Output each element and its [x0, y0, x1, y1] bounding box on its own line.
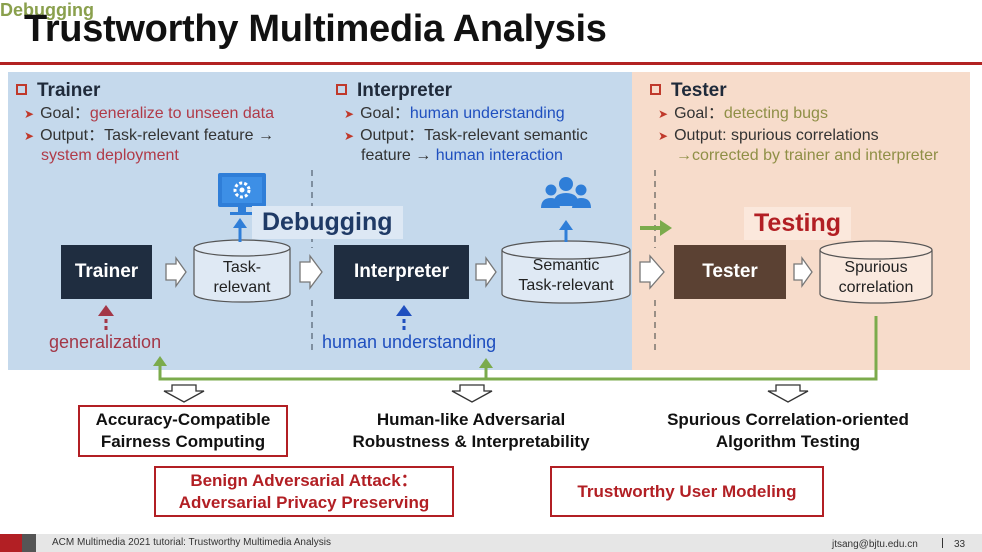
cylinder-label: Task-relevant	[518, 277, 614, 294]
down-arrow-icon	[767, 384, 809, 403]
user-modeling-box: Trustworthy User Modeling	[550, 466, 824, 517]
fairness-computing-box: Accuracy-Compatible Fairness Computing	[78, 405, 288, 457]
flow-arrow-icon	[639, 254, 665, 290]
people-group-icon	[541, 177, 591, 208]
footer-separator	[942, 538, 943, 548]
interpreter-output-line2: feature → human interaction	[361, 147, 563, 164]
footer-accent	[0, 534, 22, 552]
box-line: Benign Adversarial Attack：	[190, 470, 418, 490]
tester-output: ➤Output: spurious correlations	[658, 127, 879, 144]
interpreter-node: Interpreter	[334, 245, 469, 299]
box-line: Fairness Computing	[100, 432, 266, 451]
flow-arrow-icon	[793, 255, 813, 289]
cylinder-label: Semantic	[532, 257, 600, 274]
trainer-node: Trainer	[61, 245, 152, 299]
footer-email: jtsang@bjtu.edu.cn	[832, 539, 918, 550]
trainer-output-value: system deployment	[41, 147, 179, 164]
tester-node: Tester	[674, 245, 786, 299]
semantic-cylinder: Semantic Task-relevant	[502, 256, 630, 302]
flow-arrow-icon	[475, 255, 497, 289]
testing-label: Testing	[744, 207, 852, 240]
footer-caption: ACM Multimedia 2021 tutorial: Trustworth…	[52, 537, 331, 548]
cylinder-label: Task-	[222, 259, 262, 276]
box-line: Adversarial Privacy Preserving	[178, 492, 430, 512]
page-number: 33	[954, 539, 966, 550]
robustness-title: Human-like Adversarial Robustness & Inte…	[320, 409, 622, 453]
debugging-label: Debugging	[252, 206, 403, 239]
arrow-bullet-icon: ➤	[344, 107, 355, 121]
tester-goal: ➤Goal：detecting bugs	[658, 105, 828, 122]
interpreter-output: ➤Output：Task-relevant semantic	[344, 127, 588, 144]
cylinder-label: relevant	[213, 279, 271, 296]
green-arrow-head-icon	[479, 358, 493, 368]
arrow-bullet-icon: ➤	[658, 107, 669, 121]
footer-accent	[22, 534, 36, 552]
debugging-feedback-label: Debugging	[0, 0, 94, 20]
arrow-bullet-icon: ➤	[24, 107, 35, 121]
box-line: Trustworthy User Modeling	[577, 481, 797, 501]
cylinder-label: correlation	[838, 279, 914, 296]
tester-heading: Tester	[650, 80, 727, 102]
trainer-heading: Trainer	[16, 80, 100, 102]
flow-arrow-icon	[165, 255, 187, 289]
green-arrow-head-icon	[660, 220, 672, 236]
title-line: Algorithm Testing	[715, 432, 861, 451]
checkbox-bullet-icon	[336, 84, 347, 95]
human-understanding-label: human understanding	[322, 332, 497, 352]
checkbox-bullet-icon	[650, 84, 661, 95]
semantic-cylinder-shape	[501, 240, 631, 304]
trainer-goal: ➤Goal：generalize to unseen data	[24, 105, 275, 122]
task-relevant-cylinder-shape	[193, 239, 291, 303]
red-arrow-head-icon	[98, 305, 114, 316]
interpreter-heading: Interpreter	[336, 80, 452, 102]
trainer-output: ➤Output：Task-relevant feature →	[24, 127, 274, 144]
green-arrow-head-icon	[153, 356, 167, 366]
title-line: Robustness & Interpretability	[352, 432, 590, 451]
page-title: Trustworthy Multimedia Analysis	[24, 8, 607, 50]
cylinder-label: Spurious	[844, 259, 908, 276]
feedback-loop-line	[158, 316, 878, 381]
title-divider	[0, 62, 982, 65]
arrow-bullet-icon: ➤	[24, 129, 35, 143]
checkbox-bullet-icon	[16, 84, 27, 95]
interpreter-goal: ➤Goal：human understanding	[344, 105, 565, 122]
blue-arrow-head-icon	[396, 305, 412, 316]
blue-arrow-head-icon	[233, 218, 247, 228]
arrow-bullet-icon: ➤	[658, 129, 669, 143]
task-relevant-cylinder: Task- relevant	[194, 256, 290, 302]
flow-arrow-icon	[299, 254, 323, 290]
spurious-cylinder: Spurious correlation	[820, 256, 932, 302]
down-arrow-icon	[163, 384, 205, 403]
title-line: Human-like Adversarial	[376, 410, 566, 429]
spurious-cylinder-shape	[819, 240, 933, 304]
blue-arrow-head-icon	[559, 220, 573, 230]
generalization-label: generalization	[49, 332, 162, 352]
tester-output-value: →corrected by trainer and interpreter	[676, 147, 939, 164]
footer-bar	[0, 534, 982, 552]
monitor-gear-icon	[218, 173, 266, 215]
privacy-preserving-box: Benign Adversarial Attack： Adversarial P…	[154, 466, 454, 517]
box-line: Accuracy-Compatible	[95, 410, 271, 429]
title-line: Spurious Correlation-oriented	[667, 410, 909, 429]
algorithm-testing-title: Spurious Correlation-oriented Algorithm …	[640, 409, 936, 453]
arrow-bullet-icon: ➤	[344, 129, 355, 143]
down-arrow-icon	[451, 384, 493, 403]
